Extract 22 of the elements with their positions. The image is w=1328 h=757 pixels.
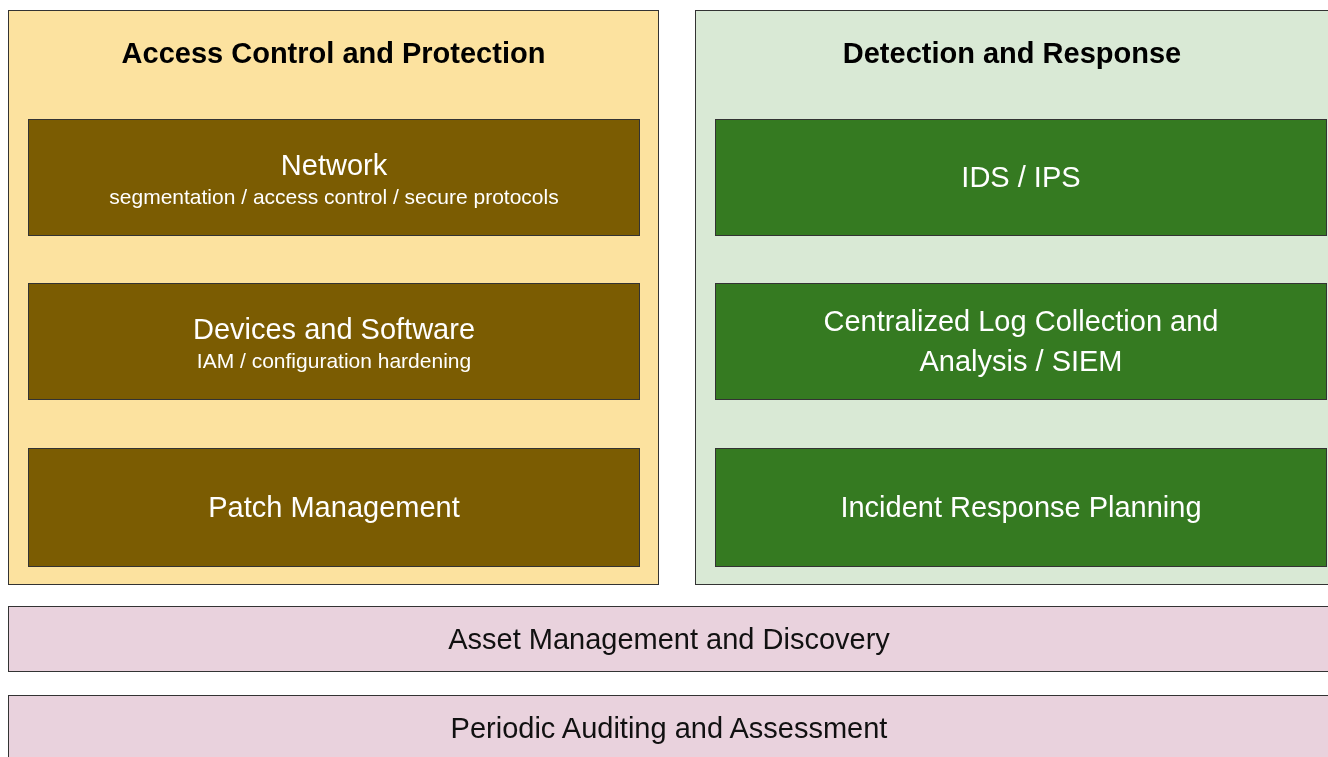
box-subtitle: IAM / configuration hardening — [195, 349, 473, 374]
component-box — [715, 283, 1327, 400]
box-title: Asset Management and Discovery — [447, 622, 891, 656]
group-panel — [8, 10, 659, 585]
box-title: Patch Management — [207, 489, 461, 525]
layer-bar — [8, 606, 1328, 672]
component-box — [28, 283, 640, 400]
box-title: IDS / IPS — [960, 159, 1082, 195]
box-title: Devices and Software — [191, 311, 477, 347]
component-box — [28, 119, 640, 236]
box-title: Incident Response Planning — [839, 489, 1203, 525]
component-box — [715, 448, 1327, 567]
box-title: Network — [279, 147, 389, 183]
panel-heading: Access Control and Protection — [120, 37, 547, 70]
group-panel — [695, 10, 1328, 585]
box-subtitle: segmentation / access control / secure protocols — [108, 185, 560, 210]
box-title: Centralized Log Collection and Analysis / SIEM — [822, 304, 1220, 379]
component-box — [28, 448, 640, 567]
panel-heading: Detection and Response — [841, 37, 1183, 70]
layer-bar — [8, 695, 1328, 757]
component-box — [715, 119, 1327, 236]
box-title: Periodic Auditing and Assessment — [449, 711, 889, 745]
